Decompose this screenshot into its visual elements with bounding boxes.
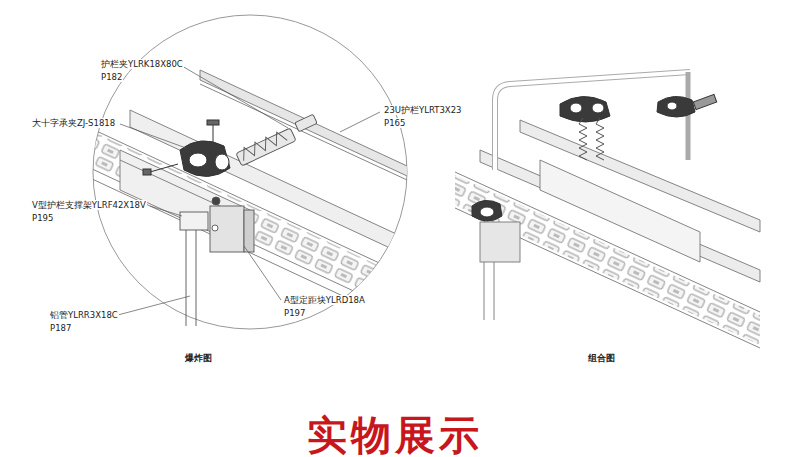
section-title: 实物展示	[307, 408, 483, 457]
callout-label: A型定距块YLRD18A	[283, 295, 366, 305]
page-number: P165	[383, 118, 406, 128]
callout-label: 护栏夹YLRK18X80C	[100, 59, 184, 69]
page-number: P182	[100, 72, 123, 82]
page-number: P197	[283, 308, 306, 318]
callout-label: 23U护栏YLRT3X23	[383, 105, 463, 115]
callout-label: 铝管YLRR3X18C	[49, 310, 119, 320]
page-number: P187	[49, 323, 72, 333]
view-caption: 组合图	[588, 352, 615, 365]
page-number: P195	[31, 213, 54, 223]
callout-label: V型护栏支撑架YLRF42X18V	[31, 200, 147, 210]
callout-label: 大十字承夹ZJ-S1818	[31, 118, 116, 128]
view-caption: 爆炸图	[185, 352, 212, 365]
